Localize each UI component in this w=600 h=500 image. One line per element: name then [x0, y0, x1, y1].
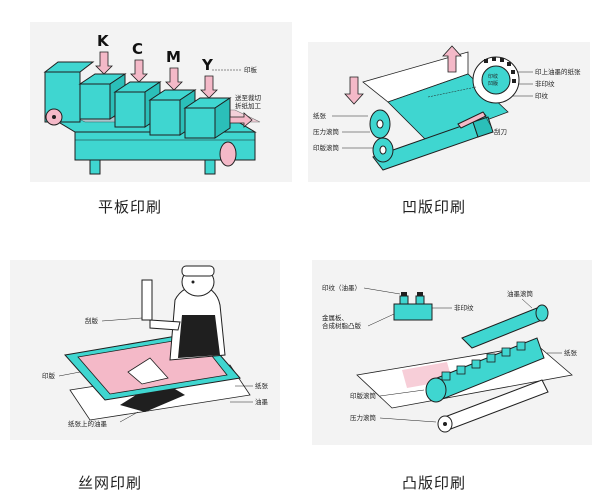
label-paper: 纸张: [313, 111, 327, 120]
label-inked-paper: 印上油墨的纸张: [535, 67, 581, 76]
label-plate-roller: 印版滚筒: [313, 143, 340, 152]
screen-diagram: 刮版 印版 纸张 油墨 纸张上的油墨: [42, 265, 269, 428]
label-output-2: 折纸加工: [235, 101, 262, 110]
label-blade: 刮刀: [494, 127, 507, 136]
label-squeegee: 刮版: [85, 316, 99, 325]
label-relief-paper: 纸张: [564, 348, 578, 357]
label-metal-plate-1: 金属板、: [322, 313, 348, 322]
label-press-roller: 压力滚筒: [313, 127, 340, 136]
letter-k: K: [97, 32, 110, 50]
caption-intaglio: 凹版印刷: [402, 198, 467, 216]
letter-c: C: [132, 40, 143, 58]
letter-y: Y: [201, 56, 214, 74]
caption-relief: 凸版印刷: [402, 474, 467, 492]
relief-panel: 印纹（油墨） 非印纹 金属板、 合成树脂凸版 油墨滚筒 纸张 印版滚筒 压力滚筒: [312, 260, 592, 445]
label-output-1: 送至裁切: [235, 93, 262, 102]
planographic-panel: K C M Y 印板 送至裁切 折纸加工: [30, 22, 292, 182]
planographic-diagram: K C M Y 印板 送至裁切 折纸加工: [43, 32, 262, 175]
label-non-image: 非印纹: [535, 79, 555, 88]
label-ink-on-paper: 纸张上的油墨: [68, 419, 108, 428]
zoom-ink-2: 凹版: [488, 80, 498, 87]
label-plate: 印板: [244, 65, 258, 74]
label-relief-plate-roller: 印版滚筒: [350, 391, 377, 400]
screen-panel: 刮版 印版 纸张 油墨 纸张上的油墨: [10, 260, 280, 440]
label-screen-ink: 油墨: [255, 397, 269, 406]
label-screen-plate: 印版: [42, 371, 56, 380]
letter-m: M: [166, 48, 181, 66]
intaglio-diagram: 印纹 凹版 印上油墨的纸张 非印纹 印纹 纸张 压力滚筒 印版滚筒 刮刀: [313, 45, 581, 171]
label-relief-non-image: 非印纹: [454, 303, 474, 312]
label-screen-paper: 纸张: [255, 381, 269, 390]
caption-screen: 丝网印刷: [78, 474, 143, 492]
relief-diagram: 印纹（油墨） 非印纹 金属板、 合成树脂凸版 油墨滚筒 纸张 印版滚筒 压力滚筒: [322, 283, 578, 433]
label-image: 印纹: [535, 91, 549, 100]
label-relief-press-roller: 压力滚筒: [350, 413, 377, 422]
intaglio-panel: 印纹 凹版 印上油墨的纸张 非印纹 印纹 纸张 压力滚筒 印版滚筒 刮刀: [308, 42, 590, 182]
zoom-ink-1: 印纹: [488, 73, 498, 80]
label-ink-roller: 油墨滚筒: [507, 289, 534, 298]
caption-planographic: 平板印刷: [98, 198, 163, 216]
label-metal-plate-2: 合成树脂凸版: [322, 321, 362, 330]
label-relief-image: 印纹（油墨）: [322, 283, 361, 292]
